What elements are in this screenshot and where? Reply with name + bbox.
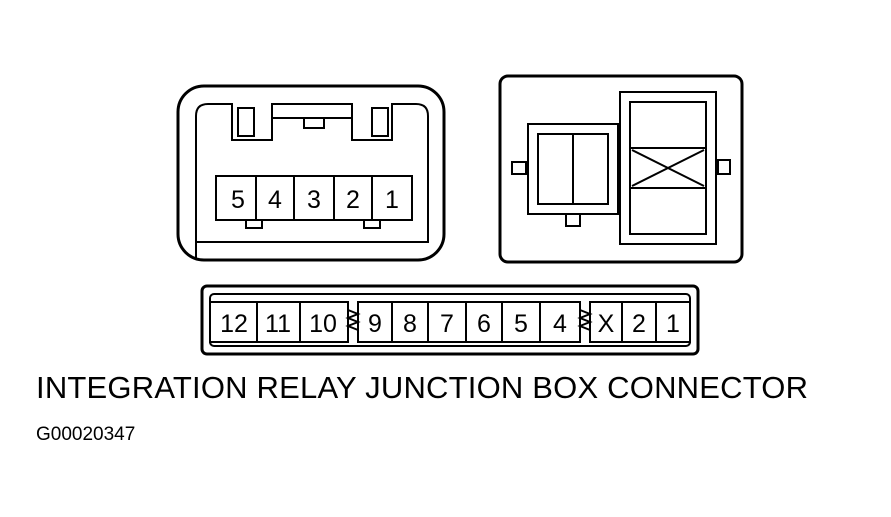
large-pin-1: 1 [666,310,680,338]
small-connector-foot-right [363,219,381,229]
large-pin-5: 5 [514,310,528,338]
large-connector-group-left [209,301,349,343]
large-pin-4: 4 [553,310,567,338]
figure-code: G00020347 [36,424,136,445]
large-connector-separator-right [577,309,593,331]
small-connector [176,84,446,262]
small-connector-pin-block [215,175,413,221]
large-pin-9: 9 [368,310,382,338]
relay-block-bottom-tab [565,213,581,227]
diagram-caption: INTEGRATION RELAY JUNCTION BOX CONNECTOR [36,370,809,405]
small-pin-5: 5 [231,186,245,214]
small-connector-latch-left [237,107,255,137]
large-pin-2: 2 [632,310,646,338]
small-pin-2: 2 [346,186,360,214]
relay-block-outer-frame [498,74,744,264]
large-pin-7: 7 [440,310,454,338]
small-connector-latch-right [371,107,389,137]
large-connector-outer-shell [200,284,700,356]
large-pin-10: 10 [309,310,337,338]
large-connector [200,284,700,356]
large-pin-6: 6 [477,310,491,338]
small-pin-1: 1 [385,186,399,214]
small-connector-key-tab [303,117,325,129]
relay-block-side-tab-right [717,159,731,175]
large-pin-11: 11 [265,310,291,338]
small-connector-foot-left [245,219,263,229]
large-pin-8: 8 [403,310,417,338]
small-connector-key-bar [271,103,353,119]
small-pin-4: 4 [268,186,282,214]
relay-block-right-module [619,91,717,245]
relay-block-side-tab-left [511,161,527,175]
small-pin-3: 3 [307,186,321,214]
small-connector-outer-shell [176,84,446,262]
large-pin-x: X [598,310,615,338]
large-connector-separator-left [345,309,361,331]
relay-block [498,74,744,264]
large-pin-12: 12 [220,310,248,338]
